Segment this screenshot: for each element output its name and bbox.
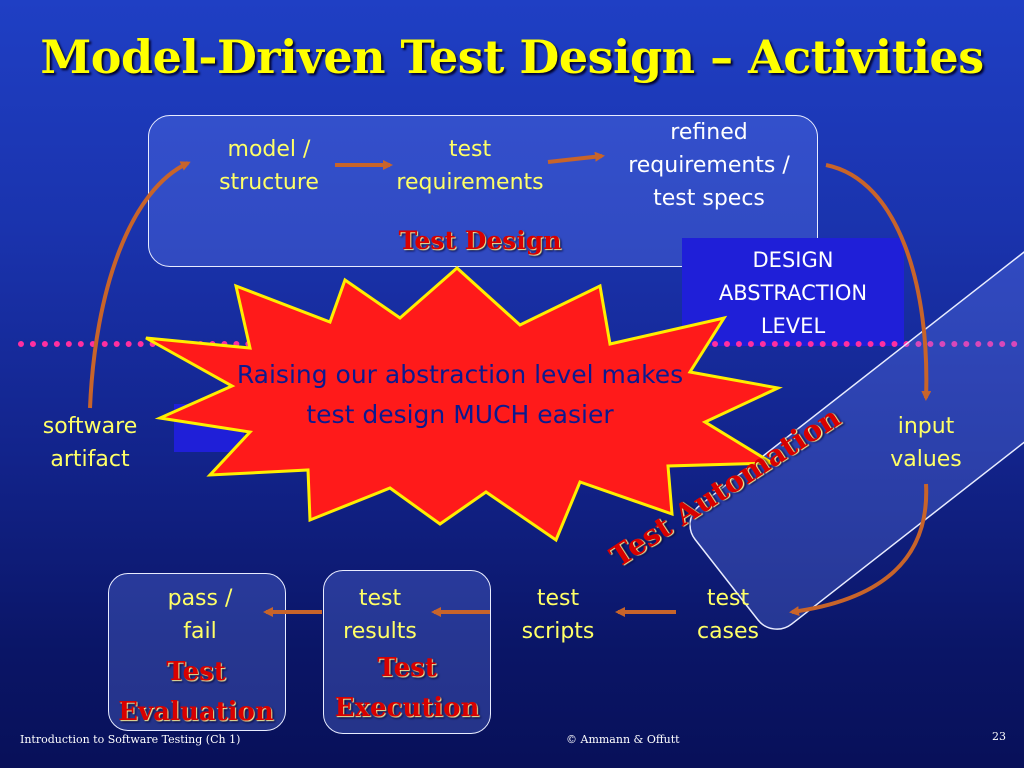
callout-text: Raising our abstraction level makes test… [236, 360, 684, 429]
footer-page-number: 23 [992, 730, 1006, 743]
arrow-refined-to-input [825, 163, 932, 401]
node-test-cases: test cases [696, 586, 760, 644]
node-software-artifact: software artifact [42, 414, 138, 472]
phase-test-evaluation: Test Evaluation [118, 657, 274, 727]
arrow-requirements-to-refined [547, 151, 605, 164]
footer-copyright: © Ammann & Offutt [566, 733, 680, 746]
node-refined-requirements: refined requirements / test specs [628, 120, 790, 211]
callout-starburst [145, 265, 783, 543]
phase-test-design: Test Design [398, 226, 562, 255]
node-test-scripts: test scripts [521, 586, 595, 644]
node-input-values: input values [890, 414, 962, 472]
phase-test-execution: Test Execution [334, 653, 480, 723]
node-model-structure: model / structure [219, 137, 319, 195]
node-pass-fail: pass / fail [167, 586, 233, 644]
test-automation-box [689, 209, 1024, 630]
test-evaluation-box [108, 573, 286, 731]
arrow-artifact-to-model [88, 161, 191, 409]
node-test-results: test results [343, 586, 417, 644]
slide-title: Model-Driven Test Design – Activities [40, 30, 984, 84]
test-execution-box [323, 570, 491, 734]
node-test-requirements: test requirements [396, 137, 544, 195]
footer-course: Introduction to Software Testing (Ch 1) [20, 733, 241, 746]
arrow-input-to-cases [789, 483, 929, 617]
